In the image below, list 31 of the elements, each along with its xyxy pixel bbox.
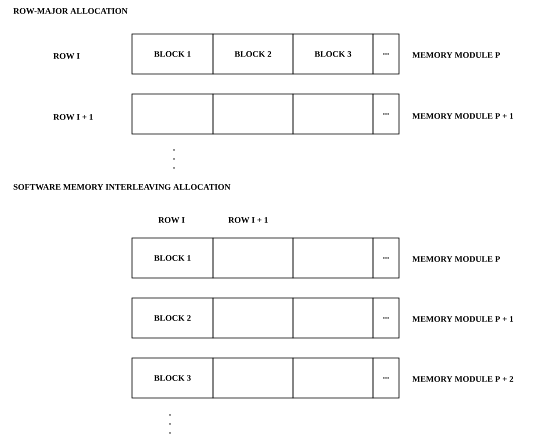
- module-label: MEMORY MODULE P: [412, 256, 500, 262]
- memory-cell: ...: [372, 238, 400, 278]
- memory-cell: BLOCK 1: [132, 34, 214, 74]
- memory-cell: ...: [372, 34, 400, 74]
- row-label: ROW I: [53, 53, 80, 59]
- memory-cell: [212, 238, 294, 278]
- memory-cell: [132, 94, 214, 134]
- memory-cell: BLOCK 3: [292, 34, 374, 74]
- memory-cell: [292, 298, 374, 338]
- section-heading: SOFTWARE MEMORY INTERLEAVING ALLOCATION: [14, 184, 230, 190]
- memory-cell: [212, 298, 294, 338]
- memory-cell: BLOCK 1: [132, 238, 214, 278]
- memory-cell: BLOCK 3: [132, 358, 214, 398]
- memory-cell: [292, 94, 374, 134]
- memory-cell: [292, 238, 374, 278]
- row-label: ROW I + 1: [53, 114, 93, 120]
- memory-cell: ...: [372, 358, 400, 398]
- memory-cell: [212, 94, 294, 134]
- memory-cell: [212, 358, 294, 398]
- column-label: ROW I + 1: [228, 217, 268, 223]
- module-label: MEMORY MODULE P + 2: [412, 376, 514, 382]
- memory-cell: ...: [372, 298, 400, 338]
- module-label: MEMORY MODULE P + 1: [412, 316, 514, 322]
- memory-cell: BLOCK 2: [212, 34, 294, 74]
- memory-cell: [292, 358, 374, 398]
- module-label: MEMORY MODULE P: [412, 52, 500, 58]
- column-label: ROW I: [158, 217, 185, 223]
- memory-cell: ...: [372, 94, 400, 134]
- module-label: MEMORY MODULE P + 1: [412, 113, 514, 119]
- memory-cell: BLOCK 2: [132, 298, 214, 338]
- section-heading: ROW-MAJOR ALLOCATION: [13, 8, 128, 14]
